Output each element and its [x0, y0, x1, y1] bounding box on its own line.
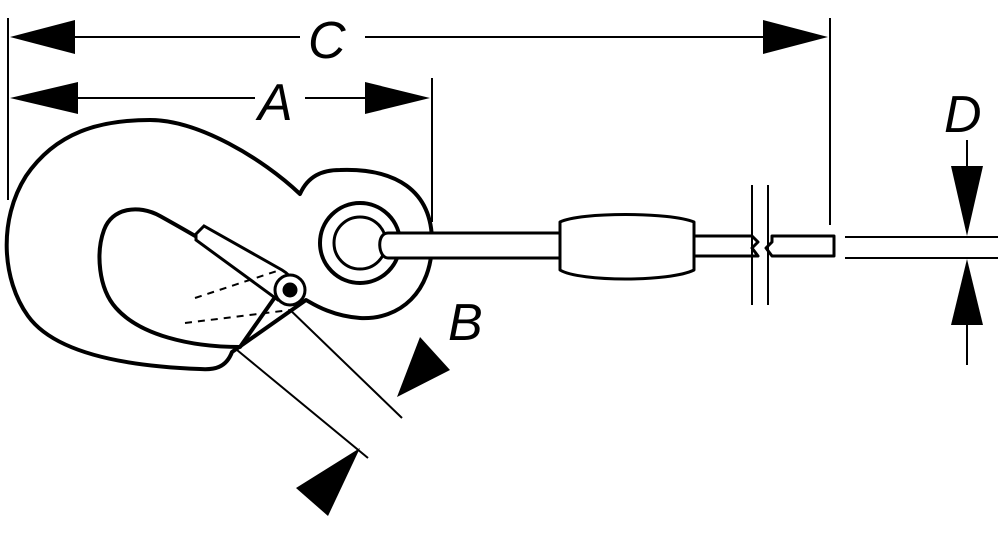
b-upper-arrowhead — [397, 337, 450, 397]
label-d: D — [944, 86, 982, 144]
latch-hidden-line-1 — [194, 269, 281, 299]
b-extension-upper — [284, 304, 403, 419]
cable-assembly — [378, 185, 836, 305]
b-lower-arrowhead — [296, 448, 360, 516]
extension-lines — [7, 18, 998, 259]
cable-segment-2 — [764, 234, 836, 258]
dimension-d: D — [944, 86, 983, 365]
c-right-arrowhead — [763, 20, 828, 54]
c-left-arrowhead — [10, 20, 75, 54]
safety-latch — [184, 224, 307, 324]
d-bottom-arrowhead — [951, 259, 983, 325]
thimble-shank — [378, 231, 562, 260]
a-left-arrowhead — [10, 82, 78, 114]
b-extension-lower — [236, 349, 369, 459]
cable-segment-1 — [692, 234, 760, 258]
label-c: C — [308, 12, 346, 70]
dimension-b: B — [236, 294, 483, 516]
d-top-arrowhead — [951, 166, 983, 236]
label-b: B — [448, 294, 483, 352]
latch-pivot-pin-inner — [282, 282, 298, 298]
latch-hidden-line-2 — [184, 309, 291, 324]
a-right-arrowhead — [365, 82, 430, 114]
label-a: A — [255, 74, 293, 132]
dimension-c: C — [10, 12, 828, 70]
dimension-a: A — [10, 74, 430, 132]
swage-fitting — [558, 213, 696, 281]
hook-eye-inner — [332, 215, 388, 271]
